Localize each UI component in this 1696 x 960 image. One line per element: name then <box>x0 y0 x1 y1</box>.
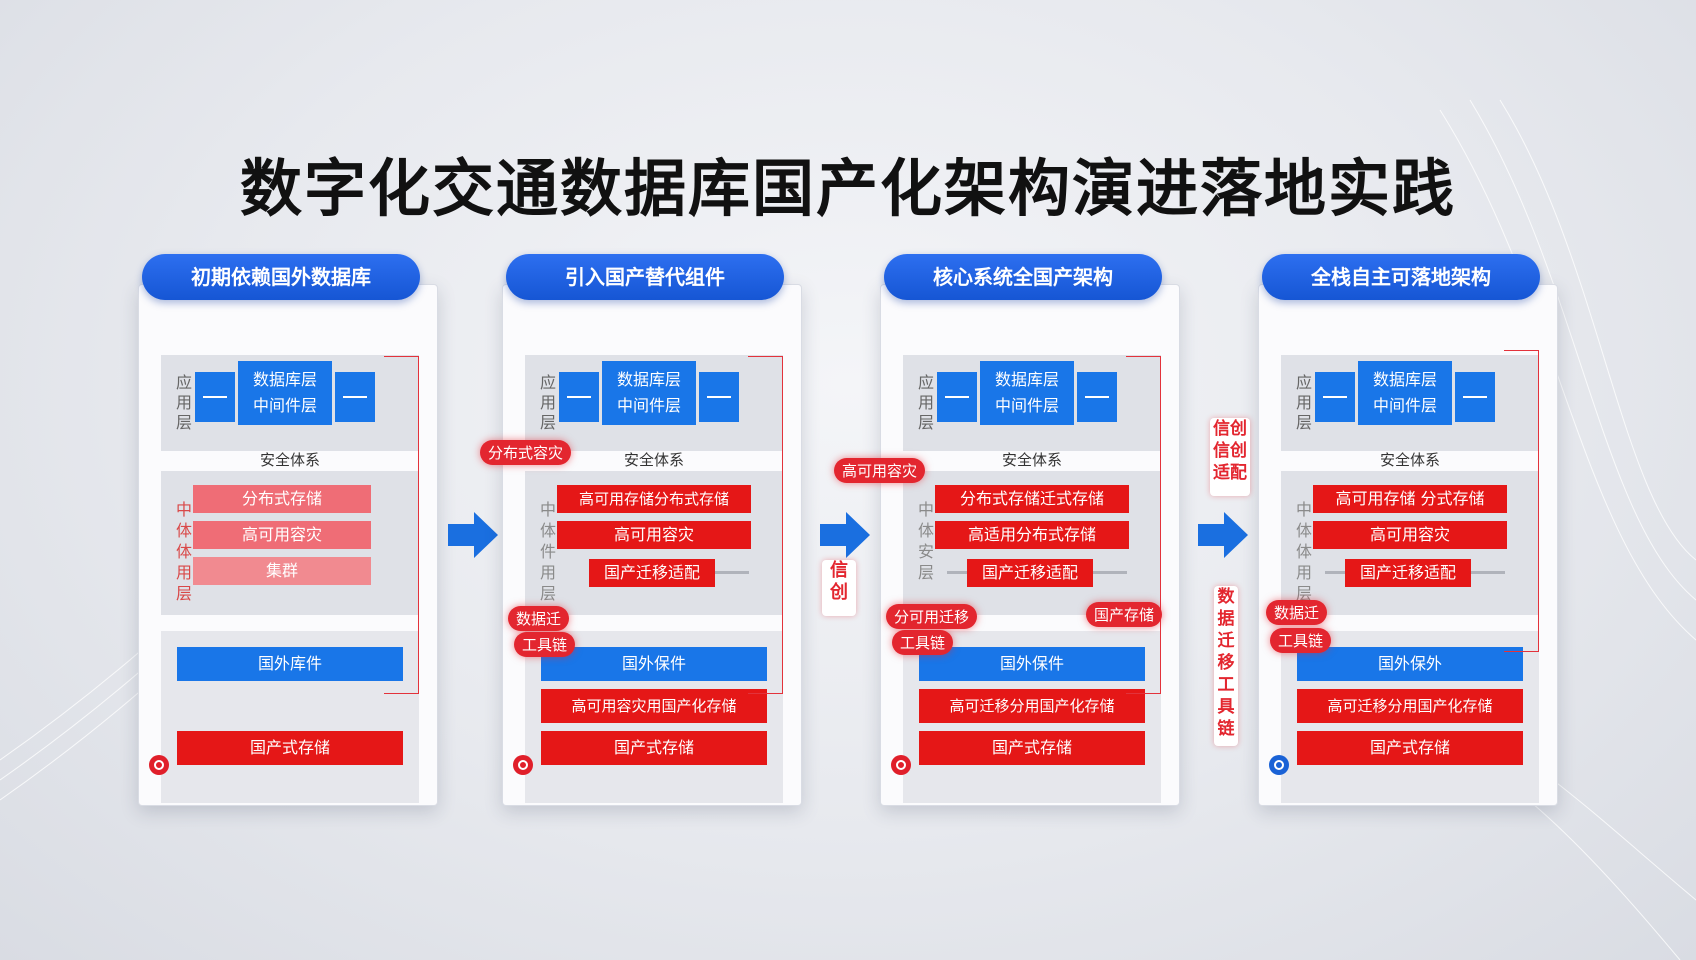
stage-card: 应用层 数据库层 中间件层 安全体系 中体体用层 分布式存储 高可用容灾 集群 … <box>138 284 438 806</box>
bottom-red-bar-2: 国产式存储 <box>1297 731 1523 765</box>
db-middleware-box: 数据库层 中间件层 <box>602 361 696 425</box>
bottom-red-bar-1: 高可用容灾用国产化存储 <box>541 689 767 723</box>
db-layer-label: 数据库层 <box>1372 370 1437 389</box>
tag-toolchain: 工具链 <box>1270 628 1332 653</box>
mid-bar-3: 国产迁移适配 <box>967 559 1093 587</box>
mid-bar-1: 分布式存储 <box>193 485 371 513</box>
middleware-layer-label: 中间件层 <box>1372 396 1437 415</box>
side-layer-label: 中体体用层 <box>1295 500 1312 603</box>
app-layer-label: 应用层 <box>1295 373 1312 432</box>
feedback-connector <box>1126 356 1161 694</box>
db-middleware-box: 数据库层 中间件层 <box>980 361 1074 425</box>
side-layer-label: 中体安层 <box>917 500 934 582</box>
tag-ha-migration: 分可用迁移 <box>886 604 978 629</box>
feedback-connector <box>748 356 783 694</box>
xinchuang-adapt-label: 信创 信创 适配 <box>1210 418 1250 496</box>
stage-4: 全栈自主可落地架构 应用层 数据库层 中间件层 安全体系 中体体用层 高可用存储… <box>1258 254 1558 806</box>
stage-3: 核心系统全国产架构 应用层 数据库层 中间件层 安全体系 中体安层 分布式存储迁… <box>834 254 1180 806</box>
app-block-left <box>937 372 977 422</box>
stage-header: 引入国产替代组件 <box>506 254 784 300</box>
db-layer-label: 数据库层 <box>252 370 317 389</box>
xinchuang-label-a: 信创 <box>1213 419 1247 439</box>
security-label: 安全体系 <box>1001 451 1062 469</box>
bottom-red-bar-2: 国产式存储 <box>541 731 767 765</box>
db-layer-label: 数据库层 <box>616 370 681 389</box>
data-migration-toolchain-label: 数据迁移工具链 <box>1214 586 1238 746</box>
middleware-layer-label: 中间件层 <box>252 396 317 415</box>
app-block-left <box>559 372 599 422</box>
tag-toolchain: 工具链 <box>892 630 954 655</box>
bottom-blue-bar: 国外保件 <box>541 647 767 681</box>
mid-bar-3: 国产迁移适配 <box>1345 559 1471 587</box>
app-layer-label: 应用层 <box>917 373 934 432</box>
tag-domestic-storage: 国产存储 <box>1086 602 1163 627</box>
mid-bar-1: 分布式存储迁式存储 <box>935 485 1129 513</box>
tag-distributed-dr: 分布式容灾 <box>480 440 572 465</box>
stage-badge-icon <box>891 755 911 775</box>
security-label: 安全体系 <box>1379 451 1440 469</box>
app-block-right <box>1455 372 1495 422</box>
stage-card: 应用层 数据库层 中间件层 安全体系 中体体用层 高可用存储 分式存储 高可用容… <box>1258 284 1558 806</box>
stage-badge-icon <box>1269 755 1289 775</box>
tag-high-availability-dr: 高可用容灾 <box>834 458 926 483</box>
app-layer-label: 应用层 <box>539 373 556 432</box>
bottom-red-bar-2: 国产式存储 <box>919 731 1145 765</box>
stage-2: 引入国产替代组件 应用层 数据库层 中间件层 安全体系 中体件用层 高可用存储分… <box>480 254 802 806</box>
db-middleware-box: 数据库层 中间件层 <box>238 361 332 425</box>
app-layer-label: 应用层 <box>175 373 192 432</box>
app-block-right <box>699 372 739 422</box>
bottom-blue-bar: 国外库件 <box>177 647 403 681</box>
db-layer-label: 数据库层 <box>994 370 1059 389</box>
mid-bar-3: 国产迁移适配 <box>589 559 715 587</box>
stage-badge-icon <box>149 755 169 775</box>
feedback-connector <box>1504 350 1539 652</box>
stage-badge-icon <box>513 755 533 775</box>
tag-data-migration: 数据迁 <box>1266 600 1328 625</box>
stage-card: 应用层 数据库层 中间件层 安全体系 中体安层 分布式存储迁式存储 高适用分布式… <box>880 284 1180 806</box>
stage-1: 初期依赖国外数据库 应用层 数据库层 中间件层 安全体系 中体体用层 分布式存储… <box>138 254 438 806</box>
xinchuang-label: 信创 <box>822 560 856 616</box>
side-layer-label: 中体件用层 <box>539 500 556 603</box>
middleware-layer-label: 中间件层 <box>994 396 1059 415</box>
app-block-left <box>1315 372 1355 422</box>
page-title: 数字化交通数据库国产化架构演进落地实践 <box>239 152 1456 225</box>
db-middleware-box: 数据库层 中间件层 <box>1358 361 1452 425</box>
bottom-blue-bar: 国外保外 <box>1297 647 1523 681</box>
stage-header: 核心系统全国产架构 <box>884 254 1162 300</box>
app-block-right <box>335 372 375 422</box>
security-label: 安全体系 <box>259 451 320 469</box>
mid-bar-1: 高可用存储 分式存储 <box>1313 485 1507 513</box>
stage-card: 应用层 数据库层 中间件层 安全体系 中体件用层 高可用存储分布式存储 高可用容… <box>502 284 802 806</box>
mid-bar-3: 集群 <box>193 557 371 585</box>
stage-header: 初期依赖国外数据库 <box>142 254 420 300</box>
bottom-red-bar: 国产式存储 <box>177 731 403 765</box>
mid-bar-2: 高可用容灾 <box>557 521 751 549</box>
stage-header: 全栈自主可落地架构 <box>1262 254 1540 300</box>
mid-bar-2: 高适用分布式存储 <box>935 521 1129 549</box>
feedback-connector <box>384 356 419 694</box>
app-block-left <box>195 372 235 422</box>
bottom-red-bar-1: 高可迁移分用国产化存储 <box>919 689 1145 723</box>
tag-toolchain: 工具链 <box>514 632 576 657</box>
bottom-red-bar-1: 高可迁移分用国产化存储 <box>1297 689 1523 723</box>
arrow-right-icon <box>820 512 870 558</box>
arrow-right-icon <box>448 512 498 558</box>
adapt-label: 适配 <box>1213 463 1247 483</box>
middleware-layer-label: 中间件层 <box>616 396 681 415</box>
arrow-right-icon <box>1198 512 1248 558</box>
mid-bar-2: 高可用容灾 <box>1313 521 1507 549</box>
side-layer-label: 中体体用层 <box>175 500 192 603</box>
mid-bar-2: 高可用容灾 <box>193 521 371 549</box>
bottom-blue-bar: 国外保件 <box>919 647 1145 681</box>
app-block-right <box>1077 372 1117 422</box>
security-label: 安全体系 <box>623 451 684 469</box>
mid-bar-1: 高可用存储分布式存储 <box>557 485 751 513</box>
xinchuang-label-b: 信创 <box>1213 441 1247 461</box>
tag-data-migration: 数据迁 <box>508 606 570 631</box>
